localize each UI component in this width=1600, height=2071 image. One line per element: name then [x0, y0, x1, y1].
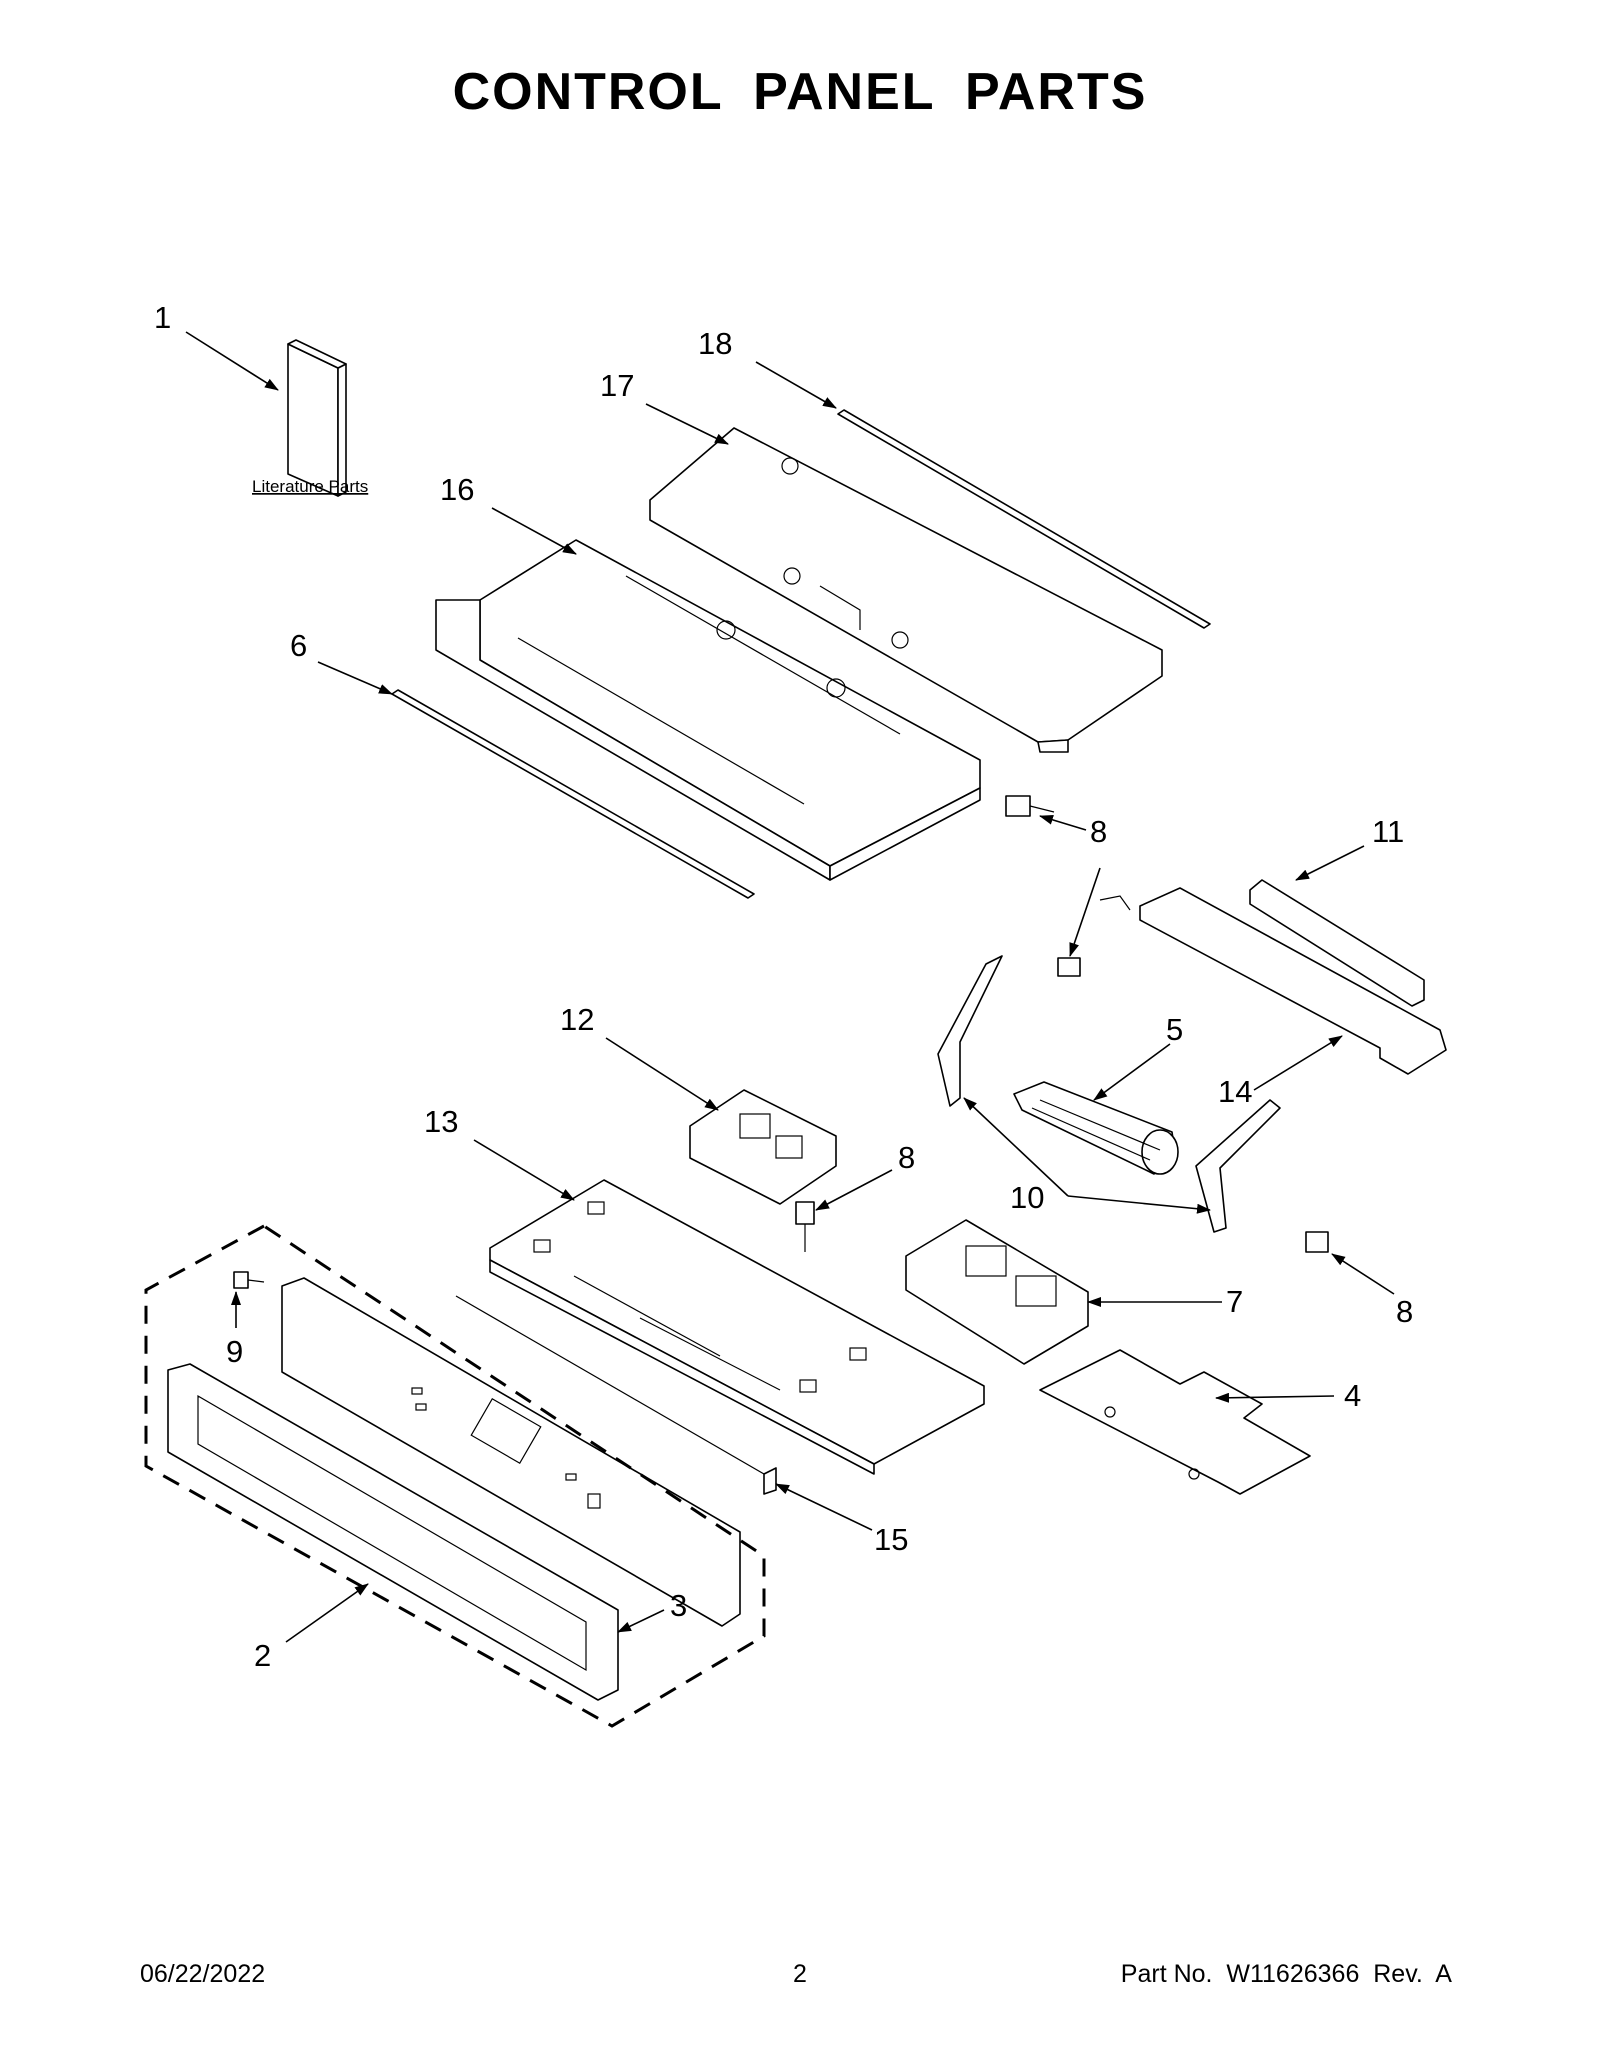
- screw-middle: [1057, 957, 1081, 977]
- callout-7: 7: [1226, 1284, 1243, 1319]
- callout-6: 6: [290, 628, 307, 663]
- top-trim-strip: [837, 409, 1211, 629]
- footer-part-number: Part No. W11626366 Rev. A: [1120, 1960, 1452, 1988]
- switch-clip: [455, 1295, 777, 1495]
- callout-5: 5: [1166, 1012, 1183, 1047]
- base-plate: [489, 1179, 985, 1475]
- callout-8-right: 8: [1396, 1294, 1413, 1329]
- callout-8-center: 8: [898, 1140, 915, 1175]
- callout-11: 11: [1372, 814, 1404, 849]
- callout-8-upper: 8: [1090, 814, 1107, 849]
- mounting-bracket-right: [1195, 1099, 1281, 1233]
- callout-13: 13: [424, 1104, 458, 1139]
- callout-16: 16: [440, 472, 474, 507]
- callout-3: 3: [670, 1588, 687, 1623]
- assembly-group-outline: [144, 1224, 766, 1728]
- callout-15: 15: [874, 1522, 908, 1557]
- screw-center: [795, 1201, 815, 1252]
- fastener: [233, 1271, 265, 1289]
- cooling-fan: [1013, 1081, 1179, 1175]
- callout-18: 18: [698, 326, 732, 361]
- trim-frame: [167, 1363, 619, 1701]
- control-panel-overlay: [281, 1277, 741, 1627]
- bracket: [1099, 887, 1447, 1075]
- relay-board: [905, 1219, 1089, 1365]
- upper-panel-cover: [649, 427, 1163, 753]
- control-housing: [435, 539, 981, 881]
- callout-12: 12: [560, 1002, 594, 1037]
- footer-date: 06/22/2022: [140, 1960, 266, 1988]
- page-title: CONTROL PANEL PARTS: [452, 63, 1148, 121]
- footer-page-number: 2: [793, 1960, 807, 1988]
- callout-17: 17: [600, 368, 634, 403]
- control-board: [689, 1089, 837, 1205]
- insulation-sheet: [1039, 1349, 1311, 1495]
- mounting-bracket-left: [937, 955, 1003, 1107]
- callout-2: 2: [254, 1638, 271, 1673]
- callout-4: 4: [1344, 1378, 1361, 1413]
- lower-trim-strip: [391, 689, 755, 899]
- screw-right: [1305, 1231, 1329, 1253]
- callout-10: 10: [1010, 1180, 1044, 1215]
- callout-9: 9: [226, 1334, 243, 1369]
- callout-14: 14: [1218, 1074, 1252, 1109]
- leader-arrows: [185, 331, 1395, 1643]
- foam-strip: [1249, 879, 1425, 1007]
- literature-booklet: [287, 339, 347, 497]
- callout-1: 1: [154, 300, 171, 335]
- literature-parts-label: Literature Parts: [252, 477, 368, 496]
- screw-upper: [1005, 795, 1055, 817]
